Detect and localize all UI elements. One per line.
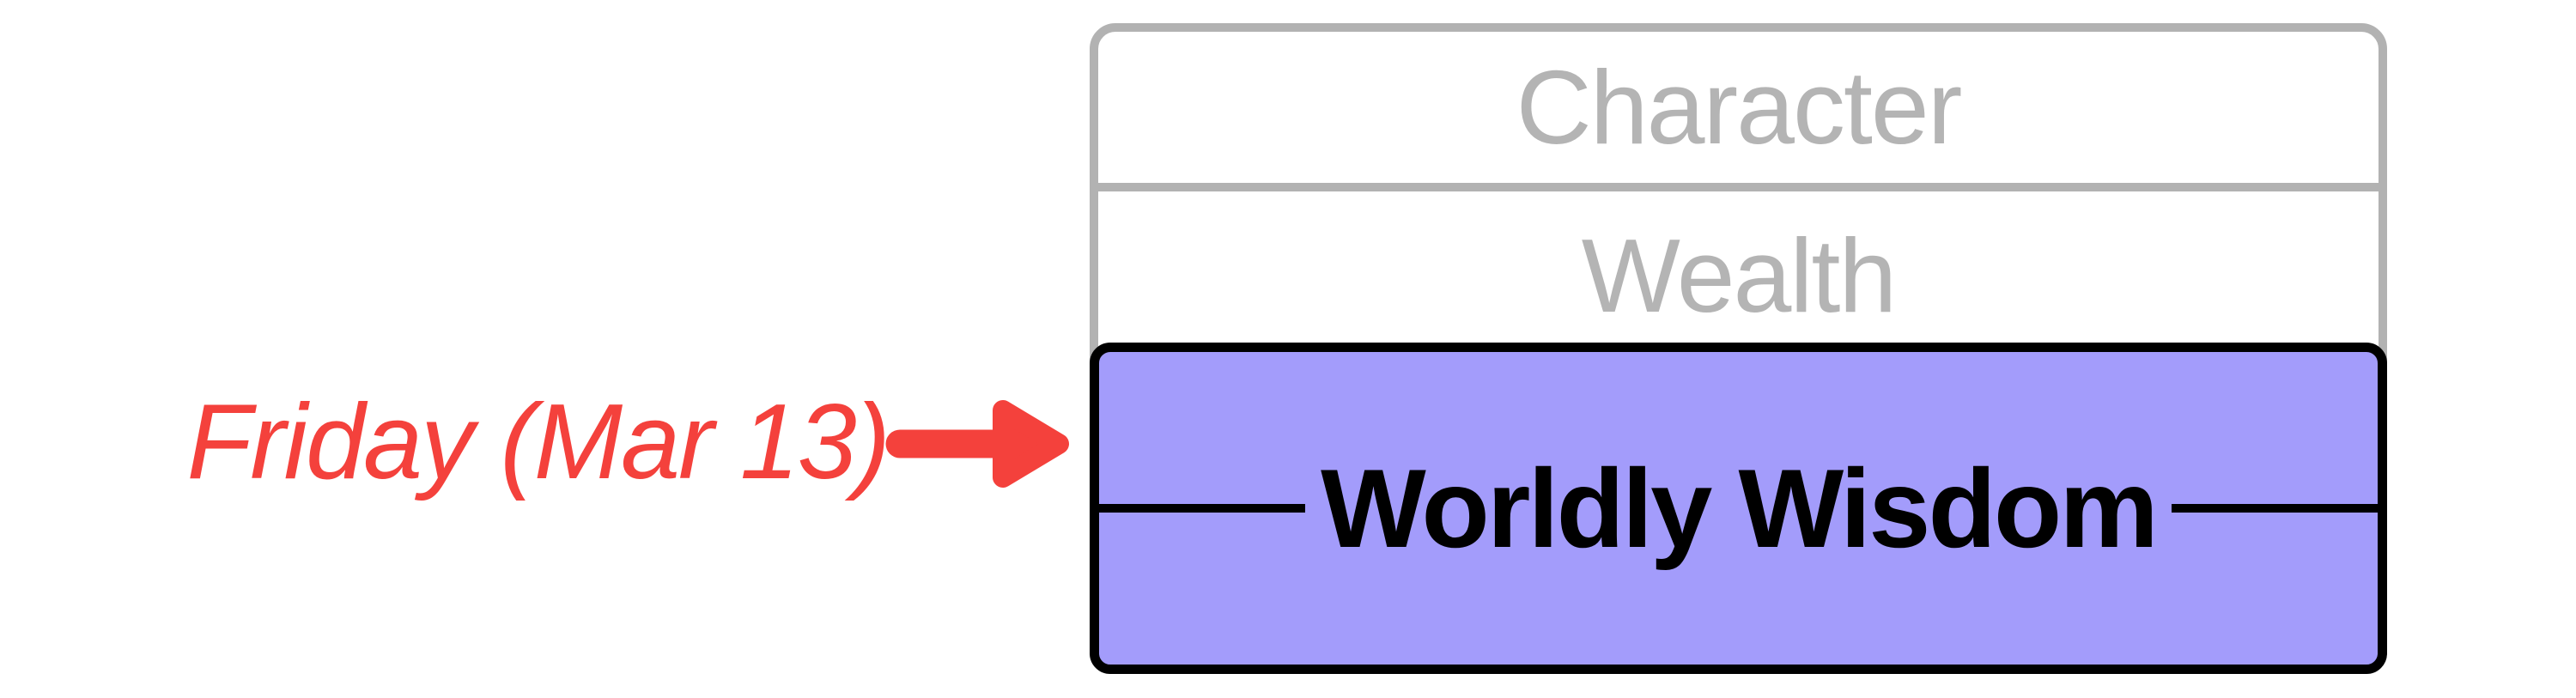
row-character-label: Character: [1516, 49, 1963, 166]
row-character: Character: [1098, 32, 2379, 191]
selected-label-wrap: Worldly Wisdom: [1099, 352, 2378, 665]
row-worldly-wisdom-label: Worldly Wisdom: [1305, 452, 2172, 564]
row-wealth: Wealth: [1098, 200, 2379, 351]
arrow-right-icon: [885, 400, 1069, 488]
row-wealth-label: Wealth: [1581, 217, 1897, 334]
annotation-date-label: Friday (Mar 13): [186, 383, 890, 501]
row-worldly-wisdom-selected: Worldly Wisdom: [1090, 343, 2387, 674]
